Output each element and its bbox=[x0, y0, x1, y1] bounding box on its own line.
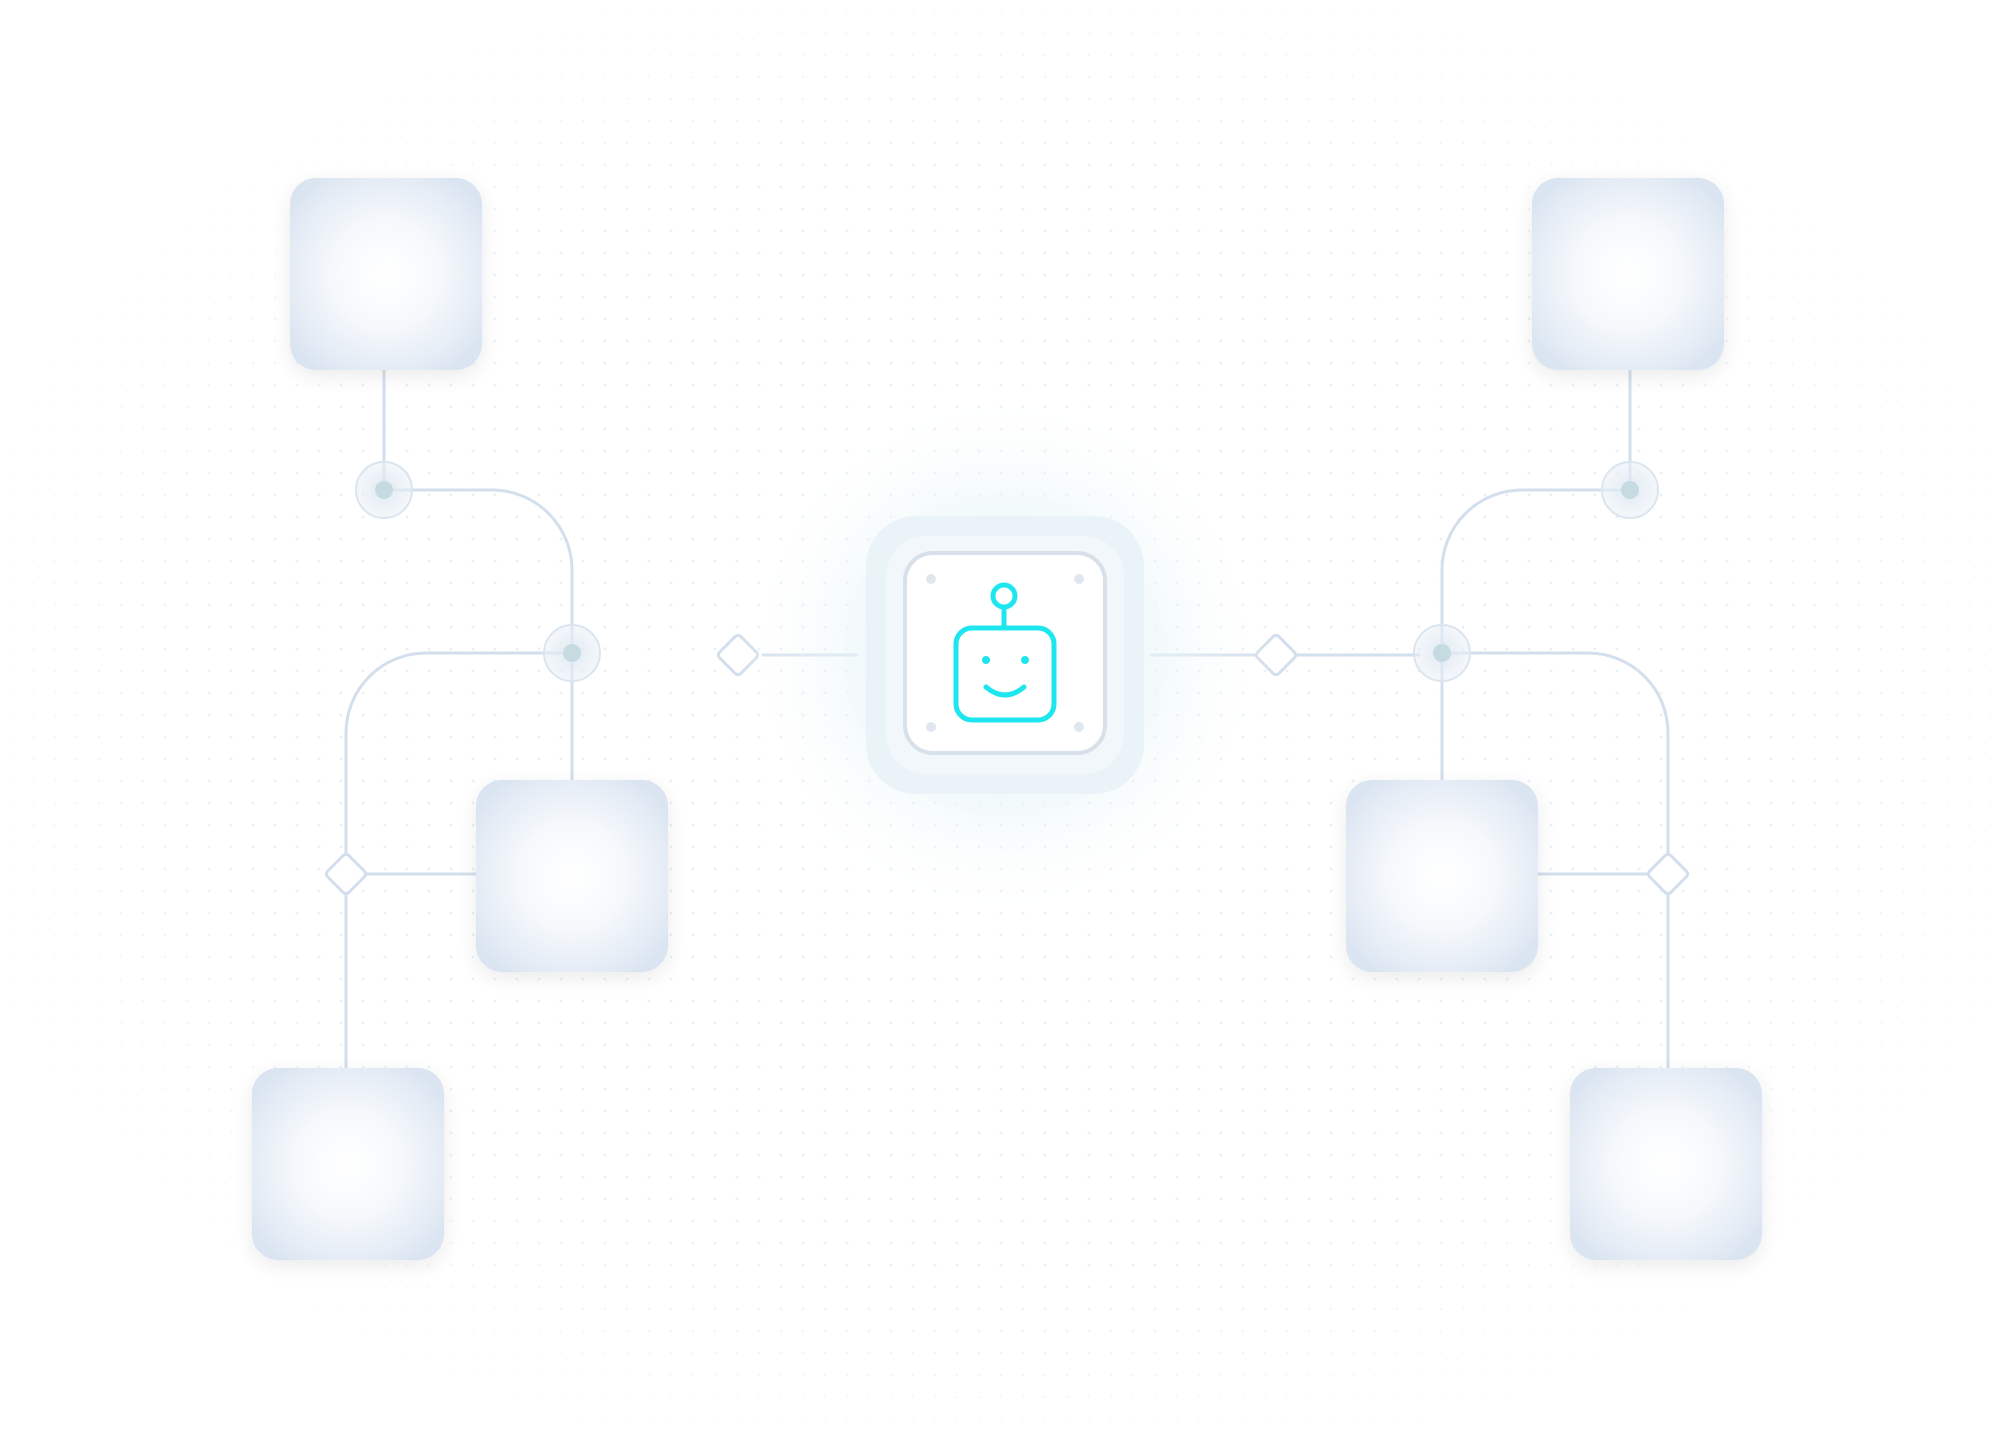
faded-extension-lines bbox=[60, 80, 1950, 1350]
signal-segments bbox=[607, 650, 1571, 658]
junction-points bbox=[355, 461, 1659, 682]
central-hub[interactable] bbox=[735, 385, 1275, 925]
hub-corner-screws bbox=[926, 574, 1084, 732]
node-top-right[interactable] bbox=[1532, 178, 1724, 370]
diamond-gate-right-lower bbox=[1646, 852, 1690, 896]
node-bottom-right[interactable] bbox=[1570, 1068, 1762, 1260]
junction-point bbox=[355, 461, 413, 519]
junction-point bbox=[1413, 624, 1471, 682]
diamond-gate-left-lower bbox=[324, 852, 368, 896]
node-top-left[interactable] bbox=[290, 178, 482, 370]
junction-point bbox=[1601, 461, 1659, 519]
node-bottom-left[interactable] bbox=[252, 1068, 444, 1260]
node-middle-left[interactable] bbox=[476, 780, 668, 972]
node-middle-right[interactable] bbox=[1346, 780, 1538, 972]
robot-face-icon bbox=[953, 582, 1057, 723]
junction-point bbox=[543, 624, 601, 682]
satellite-nodes bbox=[252, 178, 1762, 1260]
